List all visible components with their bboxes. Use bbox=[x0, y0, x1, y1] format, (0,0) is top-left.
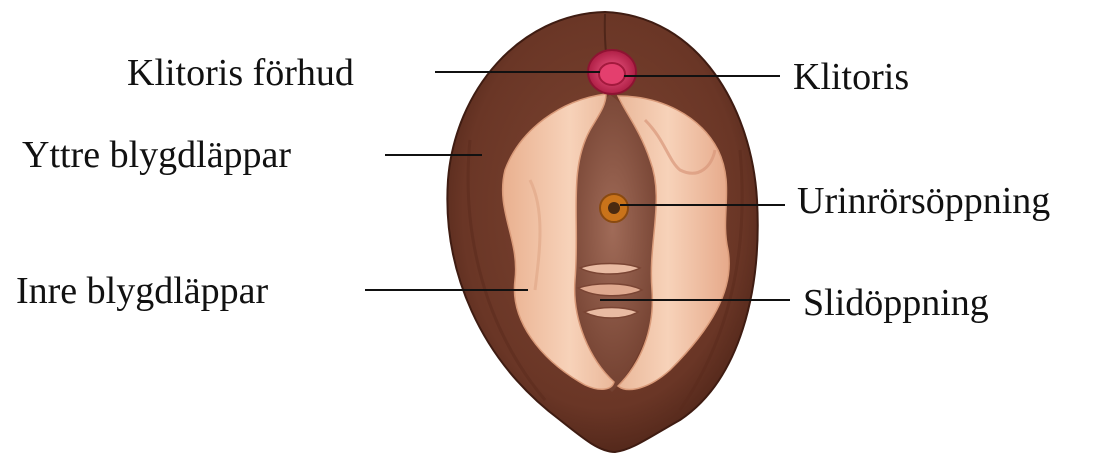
urethral-opening-hole bbox=[608, 202, 620, 214]
label-inner-labia: Inre blygdläppar bbox=[16, 272, 268, 310]
label-clitoral-hood: Klitoris förhud bbox=[127, 54, 354, 92]
label-clitoris: Klitoris bbox=[793, 58, 909, 96]
label-outer-labia: Yttre blygdläppar bbox=[22, 136, 291, 174]
label-vaginal-opening: Slidöppning bbox=[803, 284, 989, 322]
clitoris-inner-ring bbox=[599, 63, 625, 85]
label-urethral-opening: Urinrörsöppning bbox=[797, 182, 1050, 220]
